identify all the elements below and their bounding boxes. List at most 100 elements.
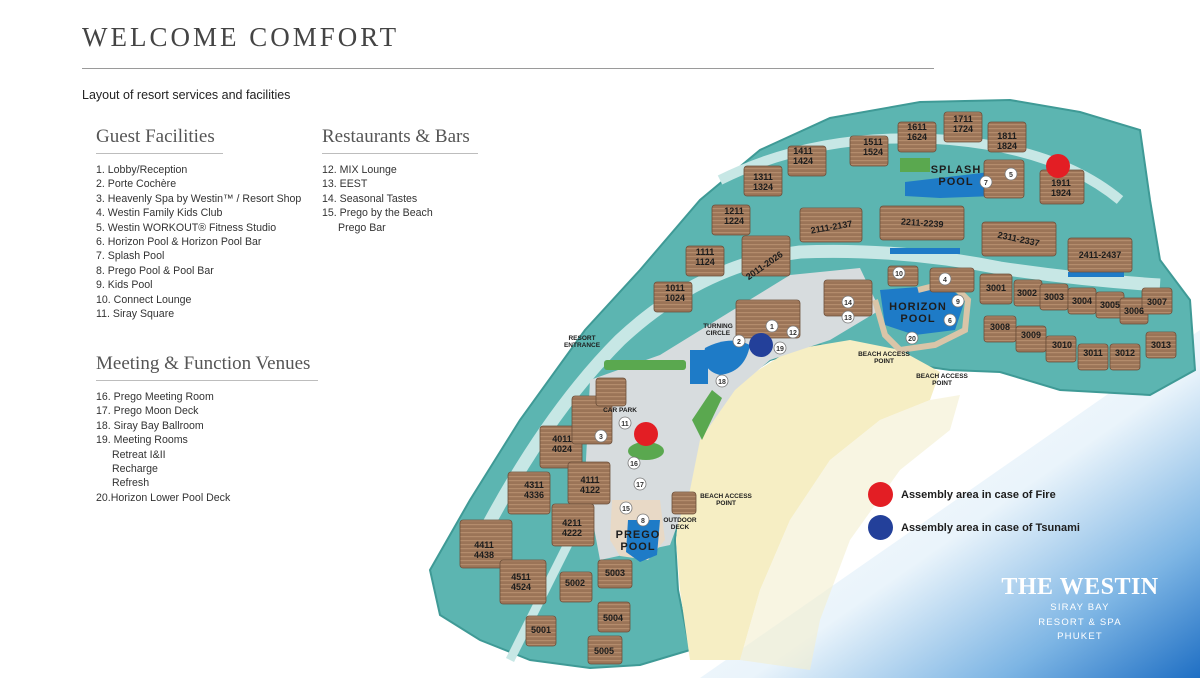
meeting-list: 16. Prego Meeting Room 17. Prego Moon De… — [96, 390, 318, 505]
svg-text:3007: 3007 — [1147, 297, 1167, 307]
marker-4[interactable]: 4 — [938, 272, 952, 286]
marker-5[interactable]: 5 — [1004, 167, 1018, 181]
svg-text:3005: 3005 — [1100, 300, 1120, 310]
list-item: 18. Siray Bay Ballroom — [96, 419, 204, 432]
marker-9[interactable]: 9 — [951, 294, 965, 308]
marker-3[interactable]: 3 — [594, 429, 608, 443]
brand-line-1: SIRAY BAY — [1050, 602, 1110, 613]
svg-text:18: 18 — [718, 379, 726, 386]
svg-text:5002: 5002 — [565, 578, 585, 588]
page-title: WELCOME COMFORT — [82, 22, 400, 52]
svg-text:3009: 3009 — [1021, 330, 1041, 340]
svg-text:19: 19 — [776, 346, 784, 353]
central-plaza — [585, 268, 880, 560]
marker-12[interactable]: 12 — [786, 325, 800, 339]
splash-pool-edge — [890, 248, 960, 254]
prego-pool-water — [626, 520, 660, 562]
list-item: Refresh — [96, 476, 318, 490]
marker-11[interactable]: 11 — [618, 416, 632, 430]
marker-1[interactable]: 1 — [765, 319, 779, 333]
green-lawn-2 — [692, 390, 722, 440]
svg-text:3011: 3011 — [1083, 348, 1103, 358]
marker-13[interactable]: 13 — [841, 310, 855, 324]
list-sub-item: Refresh — [112, 477, 150, 490]
legend: Assembly area in case of Fire Assembly a… — [868, 482, 1080, 548]
list-item: 8. Prego Pool & Pool Bar — [96, 264, 214, 277]
brand-logo: THE WESTIN SIRAY BAY RESORT & SPA PHUKET — [990, 574, 1170, 645]
list-sub-item: Prego Bar — [338, 221, 386, 234]
list-item: 7. Splash Pool — [96, 250, 165, 263]
svg-text:14: 14 — [844, 300, 852, 307]
svg-text:3010: 3010 — [1052, 340, 1072, 350]
svg-text:8: 8 — [641, 518, 645, 525]
marker-10[interactable]: 10 — [892, 266, 906, 280]
list-sub-item: Recharge — [112, 463, 158, 476]
svg-text:3003: 3003 — [1044, 292, 1064, 302]
green-lawn-1 — [604, 360, 686, 370]
marker-6[interactable]: 6 — [943, 313, 957, 327]
marker-20[interactable]: 20 — [905, 331, 919, 345]
guest-facilities-heading: Guest Facilities — [96, 126, 223, 154]
restaurants-heading: Restaurants & Bars — [322, 126, 478, 154]
list-item: Retreat I&II — [96, 448, 318, 462]
list-item: 17. Prego Moon Deck — [96, 405, 199, 418]
splash-lawn — [900, 158, 930, 172]
list-item: 15. Prego by the Beach — [322, 207, 433, 220]
svg-text:CAR PARK: CAR PARK — [603, 407, 637, 414]
svg-text:17: 17 — [636, 482, 644, 489]
list-item: Prego Bar — [322, 221, 478, 235]
list-item: 10. Connect Lounge — [96, 293, 192, 306]
list-item: 20.Horizon Lower Pool Deck — [96, 491, 231, 504]
marker-7[interactable]: 7 — [979, 175, 993, 189]
marker-19[interactable]: 19 — [773, 341, 787, 355]
marker-14[interactable]: 14 — [841, 295, 855, 309]
splash-pool — [905, 172, 995, 198]
fire-dot-icon — [868, 482, 893, 507]
svg-text:13: 13 — [844, 315, 852, 322]
list-item: Recharge — [96, 462, 318, 476]
horizon-pool — [880, 285, 965, 335]
svg-text:5005: 5005 — [594, 646, 614, 656]
svg-text:2211-2239: 2211-2239 — [901, 217, 944, 230]
svg-text:20: 20 — [908, 336, 916, 343]
marker-2[interactable]: 2 — [732, 334, 746, 348]
brand-line-3: PHUKET — [1057, 631, 1103, 642]
fire-assembly-point[interactable] — [1046, 154, 1070, 178]
marker-18[interactable]: 18 — [715, 374, 729, 388]
tsunami-assembly-point[interactable] — [749, 333, 773, 357]
svg-text:6: 6 — [948, 318, 952, 325]
tsunami-dot-icon — [868, 515, 893, 540]
svg-text:3008: 3008 — [990, 322, 1010, 332]
ballroom-pool — [690, 350, 708, 384]
marker-8[interactable]: 8 — [636, 513, 650, 527]
numbered-markers: 1 2 3 4 5 6 7 8 9 10 11 12 13 14 15 16 1… — [594, 167, 1018, 527]
list-item: 2. Porte Cochère — [96, 178, 177, 191]
list-item: 9. Kids Pool — [96, 279, 153, 292]
svg-text:3002: 3002 — [1017, 288, 1037, 298]
marker-17[interactable]: 17 — [633, 477, 647, 491]
guest-facilities-list: 1. Lobby/Reception 2. Porte Cochère 3. H… — [96, 163, 301, 321]
svg-text:5: 5 — [1009, 172, 1013, 179]
fire-assembly-point[interactable] — [634, 422, 658, 446]
siray-square-fountain — [628, 442, 664, 460]
svg-text:7: 7 — [984, 180, 988, 187]
svg-text:12: 12 — [789, 330, 797, 337]
svg-text:3006: 3006 — [1124, 306, 1144, 316]
marker-16[interactable]: 16 — [627, 456, 641, 470]
marker-15[interactable]: 15 — [619, 501, 633, 515]
list-item: 12. MIX Lounge — [322, 164, 397, 176]
